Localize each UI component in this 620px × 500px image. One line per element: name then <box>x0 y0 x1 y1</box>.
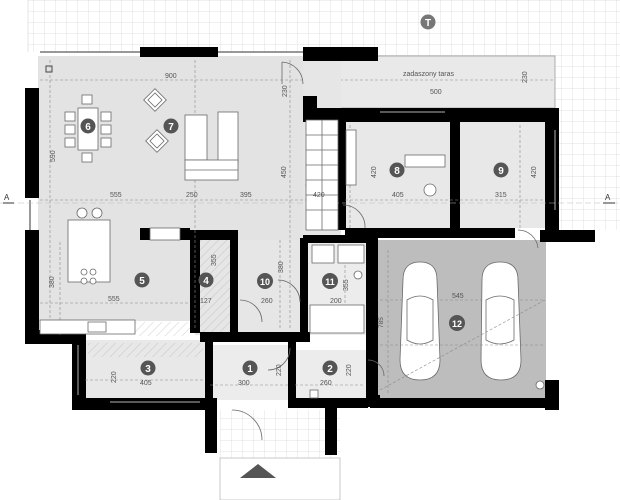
room-marker-8: 8 <box>389 162 405 178</box>
room-marker-12: 12 <box>449 315 465 331</box>
dim-office-height: 420 <box>371 166 378 178</box>
dim-office-width: 405 <box>392 192 404 199</box>
section-label-right: A <box>605 193 611 202</box>
svg-text:T: T <box>425 18 431 29</box>
svg-text:1: 1 <box>247 364 253 375</box>
dim-living-250: 250 <box>186 192 198 199</box>
dim-living-395: 395 <box>240 192 252 199</box>
dim-room3-width: 405 <box>140 380 152 387</box>
room-marker-2: 2 <box>322 360 338 376</box>
room-marker-9: 9 <box>493 162 509 178</box>
dim-room9-height: 420 <box>531 166 538 178</box>
dim-bath-200: 200 <box>330 298 342 305</box>
dim-pantry-127: 127 <box>200 298 212 305</box>
svg-text:12: 12 <box>452 319 462 329</box>
covered-terrace: zadaszony taras 500 230 <box>309 55 556 109</box>
svg-text:2: 2 <box>327 364 333 375</box>
svg-text:4: 4 <box>203 276 209 287</box>
dim-hall-260: 260 <box>261 298 273 305</box>
dim-kitchen-height: 380 <box>49 276 56 288</box>
room-markers: 1 2 3 4 5 6 7 8 <box>80 14 509 376</box>
dim-room3-height: 220 <box>111 371 118 383</box>
dim-terrace-depth: 230 <box>522 71 529 83</box>
garage-cars <box>379 261 546 391</box>
dim-dining-height: 590 <box>50 150 57 162</box>
room-marker-4: 4 <box>198 272 214 288</box>
kitchen-island <box>67 207 111 285</box>
dim-hall-top: 230 <box>282 85 289 97</box>
svg-text:6: 6 <box>85 122 91 133</box>
dim-room9-width: 315 <box>495 192 507 199</box>
room-marker-7: 7 <box>163 118 179 134</box>
dim-bath-355: 355 <box>343 279 350 291</box>
dim-hall-height: 380 <box>278 261 285 273</box>
svg-text:8: 8 <box>394 166 400 177</box>
room-marker-10: 10 <box>257 273 273 289</box>
svg-text:3: 3 <box>145 364 151 375</box>
room-marker-3: 3 <box>140 360 156 376</box>
svg-text:7: 7 <box>168 122 174 133</box>
doors <box>231 61 545 441</box>
office-desk <box>345 129 446 197</box>
dim-garage-785: 785 <box>378 317 385 328</box>
dim-garage-width: 545 <box>452 293 464 300</box>
dim-room1-width: 300 <box>238 380 250 387</box>
svg-text:9: 9 <box>498 166 504 177</box>
svg-text:11: 11 <box>325 277 335 287</box>
dim-stair-420: 420 <box>313 192 325 199</box>
bathroom-fixtures <box>309 244 365 334</box>
room-marker-terrace: T <box>420 14 436 30</box>
kitchen-counter <box>39 227 181 335</box>
living-furniture <box>143 88 239 181</box>
staircase <box>305 119 339 231</box>
dim-terrace-width: 500 <box>430 89 442 96</box>
entrance-arrow-icon <box>240 464 276 478</box>
entrance-walk <box>219 457 341 500</box>
dimension-labels: 900 230 590 555 250 395 450 420 420 405 … <box>49 73 538 387</box>
dim-living-555: 555 <box>110 192 122 199</box>
dim-room1-height: 220 <box>276 364 283 376</box>
room-marker-1: 1 <box>242 360 258 376</box>
dim-room2-height: 220 <box>346 364 353 376</box>
svg-text:5: 5 <box>139 276 145 287</box>
dim-kitchen-width: 555 <box>108 296 120 303</box>
dim-room2-width: 260 <box>320 380 332 387</box>
dim-pantry-355: 355 <box>211 254 218 266</box>
room-marker-11: 11 <box>322 273 338 289</box>
svg-text:10: 10 <box>260 277 270 287</box>
terrace-label: zadaszony taras <box>403 71 454 78</box>
room-marker-5: 5 <box>134 272 150 288</box>
section-label-left: A <box>4 193 10 202</box>
room-marker-6: 6 <box>80 118 96 134</box>
dim-living-width: 900 <box>165 73 177 80</box>
dim-living-450: 450 <box>281 166 288 178</box>
windows <box>29 51 556 403</box>
